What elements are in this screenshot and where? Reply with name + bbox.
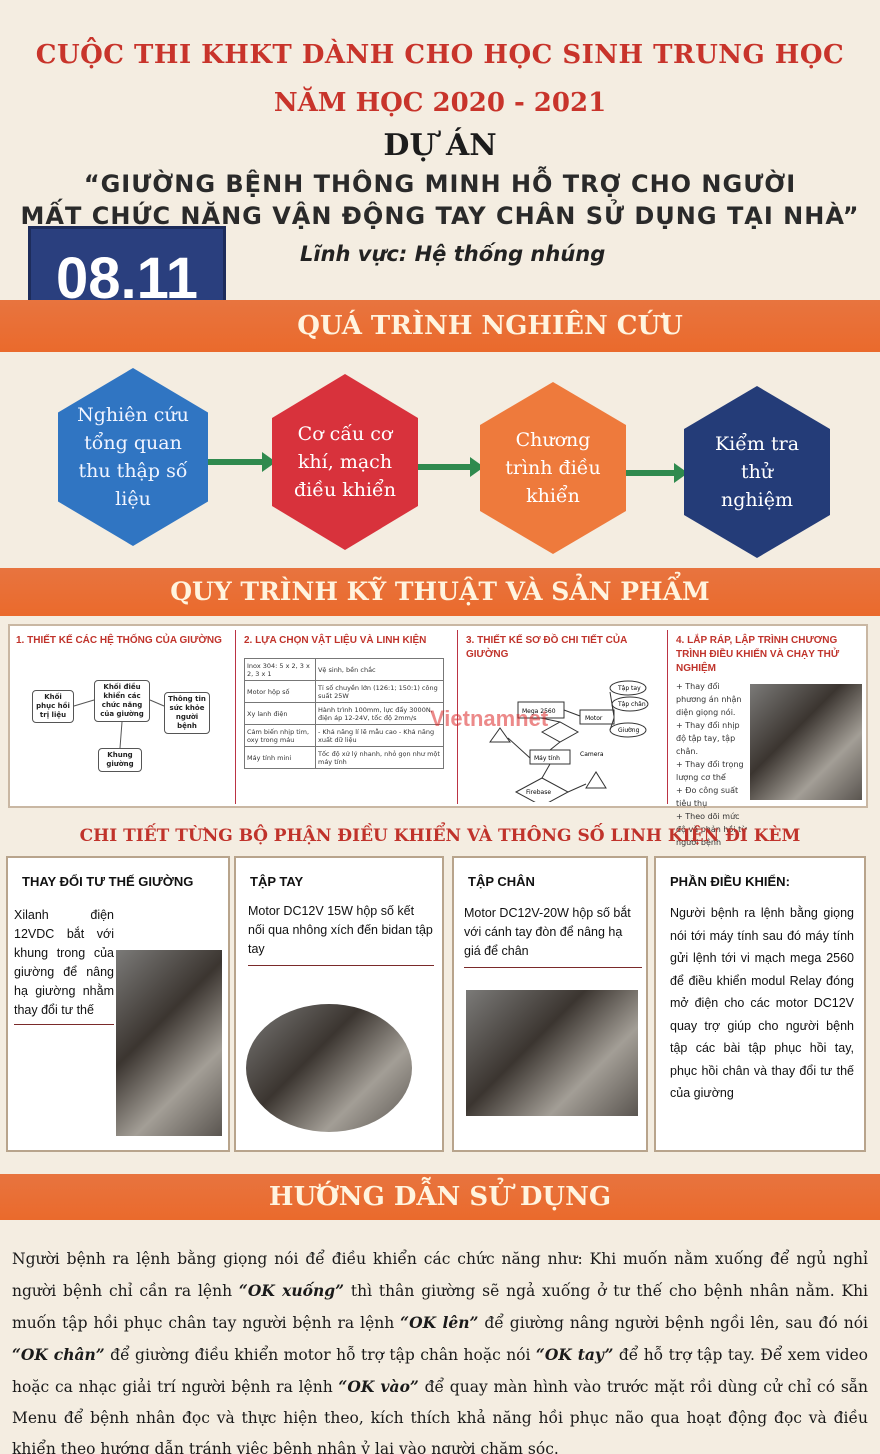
leg-photo: [466, 990, 638, 1116]
material-spec: Tỉ số chuyền lớn (126:1; 150:1) công suấ…: [314, 680, 445, 703]
research-step-3: Chương trình điều khiển: [480, 382, 626, 554]
research-heading: QUÁ TRÌNH NGHIÊN CỨU: [297, 311, 683, 341]
usage-heading: HƯỚNG DẪN SỬ DỤNG: [0, 1174, 880, 1220]
posture-photo: [116, 950, 222, 1136]
research-step-1-label: Nghiên cứu tổng quan thu thập số liệu: [77, 404, 189, 510]
list-item: + Theo dõi mức độ và phản hồi từ người b…: [676, 812, 747, 847]
research-heading-band: QUÁ TRÌNH NGHIÊN CỨU: [0, 300, 880, 352]
material-name: Máy tính mini: [244, 746, 316, 769]
material-name: Xy lanh điện: [244, 702, 316, 725]
material-spec: Hành trình 100mm, lực đẩy 3000N, điện áp…: [314, 702, 445, 725]
watermark-logo: Vietnamnet: [430, 706, 549, 731]
node-firebase: Firebase: [526, 789, 551, 796]
node-camera: Camera: [580, 751, 604, 758]
panel-materials: 2. LỰA CHỌN VẬT LIỆU VÀ LINH KIỆN Inox 3…: [238, 630, 458, 804]
school-year: NĂM HỌC 2020 - 2021: [273, 88, 607, 118]
panel-1-title: 1. THIẾT KẾ CÁC HỆ THỐNG CỦA GIƯỜNG: [16, 635, 222, 646]
material-name: Motor hộp số: [244, 680, 316, 703]
list-item: + Thay đổi trọng lượng cơ thể: [676, 760, 744, 782]
card-control: PHẦN ĐIỀU KHIỂN: Người bệnh ra lệnh bằng…: [654, 856, 866, 1152]
assembly-photo: [750, 684, 862, 800]
list-item: + Đo công suất tiêu thụ: [676, 786, 739, 808]
command-ok-leg: “OK chân”: [12, 1345, 105, 1364]
card-posture-text: Xilanh điện 12VDC bắt với khung trong củ…: [14, 906, 114, 1025]
usage-text: Người bệnh ra lệnh bằng giọng nói để điề…: [12, 1250, 868, 1300]
node-arm: Tập tay: [617, 685, 641, 692]
node-motor: Motor: [585, 715, 603, 722]
arrow-icon: [418, 457, 484, 477]
node-computer: Máy tính: [534, 755, 560, 762]
node-control: Khối điều khiển các chức năng của giường: [94, 680, 150, 722]
node-bed: Giường: [618, 727, 640, 734]
card-posture: THAY ĐỔI TƯ THẾ GIƯỜNG Xilanh điện 12VDC…: [6, 856, 230, 1152]
command-ok-down: “OK xuống”: [238, 1281, 345, 1300]
project-field: Lĩnh vực: Hệ thống nhúng: [300, 242, 606, 266]
contest-title: CUỘC THI KHKT DÀNH CHO HỌC SINH TRUNG HỌ…: [35, 40, 845, 70]
command-ok-up: “OK lên”: [400, 1313, 479, 1332]
technical-heading: QUY TRÌNH KỸ THUẬT VÀ SẢN PHẨM: [0, 568, 880, 616]
command-ok-in: “OK vào”: [338, 1377, 419, 1396]
node-health: Thông tin sức khỏe người bệnh: [164, 692, 210, 734]
card-posture-title: THAY ĐỔI TƯ THẾ GIƯỜNG: [22, 874, 194, 889]
node-frame: Khung giường: [98, 748, 142, 772]
usage-text: thì thân giường sẽ ngả xuống ở tư thế ch…: [12, 1282, 869, 1332]
list-item: + Thay đổi phương án nhận diện giọng nói…: [676, 682, 742, 717]
command-ok-arm: “OK tay”: [535, 1345, 614, 1364]
schematic-diagram: Mega 2560 Motor Máy tính Camera Firebase…: [489, 680, 649, 802]
panel-3-title: 3. THIẾT KẾ SƠ ĐỒ CHI TIẾT CỦA GIƯỜNG: [466, 635, 627, 660]
card-leg-title: TẬP CHÂN: [468, 874, 535, 889]
card-arm-title: TẬP TAY: [250, 874, 304, 889]
project-title-line2: MẤT CHỨC NĂNG VẬN ĐỘNG TAY CHÂN SỬ DỤNG …: [20, 202, 860, 230]
research-step-1: Nghiên cứu tổng quan thu thập số liệu: [58, 368, 208, 546]
arrow-icon: [208, 452, 276, 472]
research-step-4-label: Kiểm tra thử nghiệm: [714, 433, 800, 511]
panel-bed-systems: 1. THIẾT KẾ CÁC HỆ THỐNG CỦA GIƯỜNG Khối…: [10, 630, 236, 804]
panel-schematic: 3. THIẾT KẾ SƠ ĐỒ CHI TIẾT CỦA GIƯỜNG: [460, 630, 668, 804]
material-spec: Vệ sinh, bền chắc: [314, 658, 445, 681]
card-control-text: Người bệnh ra lệnh bằng giọng nói tới má…: [670, 906, 854, 1100]
material-name: Inox 304: 5 x 2, 3 x 2, 3 x 1: [244, 658, 316, 681]
usage-text: để giường điều khiển motor hỗ trợ tập ch…: [104, 1346, 536, 1364]
research-step-4: Kiểm tra thử nghiệm: [684, 386, 830, 558]
table-row: Cảm biến nhịp tim, oxy trong máu- Khả nă…: [244, 724, 445, 747]
research-step-2: Cơ cấu cơ khí, mạch điều khiển: [272, 374, 418, 550]
project-label: DỰ ÁN: [383, 128, 497, 163]
details-heading: CHI TIẾT TỪNG BỘ PHẬN ĐIỀU KHIỂN VÀ THÔN…: [79, 826, 801, 846]
arrow-icon: [626, 463, 688, 483]
usage-text: để giường nâng người bệnh ngồi lên, sau …: [478, 1314, 868, 1332]
material-name: Cảm biến nhịp tim, oxy trong máu: [244, 724, 316, 747]
research-step-3-label: Chương trình điều khiển: [505, 429, 601, 507]
panel-assembly: 4. LẮP RÁP, LẬP TRÌNH CHƯƠNG TRÌNH ĐIỀU …: [670, 630, 866, 847]
arm-photo: [246, 1004, 412, 1132]
node-leg: Tập chân: [617, 701, 646, 708]
card-leg: TẬP CHÂN Motor DC12V-20W hộp số bắt với …: [452, 856, 648, 1152]
list-item: + Thay đổi nhịp độ tập tay, tập chân.: [676, 721, 740, 756]
usage-text: để hỗ trợ tập tay. Để xem video hoặc ca …: [12, 1346, 868, 1396]
card-arm-text: Motor DC12V 15W hộp số kết nối qua nhông…: [248, 902, 434, 966]
card-leg-text: Motor DC12V-20W hộp số bắt với cánh tay …: [464, 904, 642, 968]
panel-4-title: 4. LẮP RÁP, LẬP TRÌNH CHƯƠNG TRÌNH ĐIỀU …: [676, 635, 840, 674]
research-step-2-label: Cơ cấu cơ khí, mạch điều khiển: [294, 423, 396, 501]
panel-2-title: 2. LỰA CHỌN VẬT LIỆU VÀ LINH KIỆN: [244, 635, 427, 646]
material-spec: Tốc độ xử lý nhanh, nhỏ gọn như một máy …: [314, 746, 445, 769]
usage-paragraph: Người bệnh ra lệnh bằng giọng nói để điề…: [12, 1244, 868, 1454]
node-mega: Mega 2560: [522, 708, 556, 715]
card-arm: TẬP TAY Motor DC12V 15W hộp số kết nối q…: [234, 856, 444, 1152]
usage-text: để quay màn hình vào trước mặt rồi dùng …: [12, 1378, 868, 1454]
node-rehab: Khối phục hồi trị liệu: [32, 690, 74, 723]
project-title-line1: “GIƯỜNG BỆNH THÔNG MINH HỖ TRỢ CHO NGƯỜI: [83, 170, 797, 198]
card-control-title: PHẦN ĐIỀU KHIỂN:: [670, 874, 790, 889]
assembly-list: + Thay đổi phương án nhận diện giọng nói…: [676, 680, 748, 849]
technical-panels: 1. THIẾT KẾ CÁC HỆ THỐNG CỦA GIƯỜNG Khối…: [8, 624, 868, 847]
material-spec: - Khả năng lí lẽ mẫu cao - Khả năng xuất…: [314, 724, 445, 747]
